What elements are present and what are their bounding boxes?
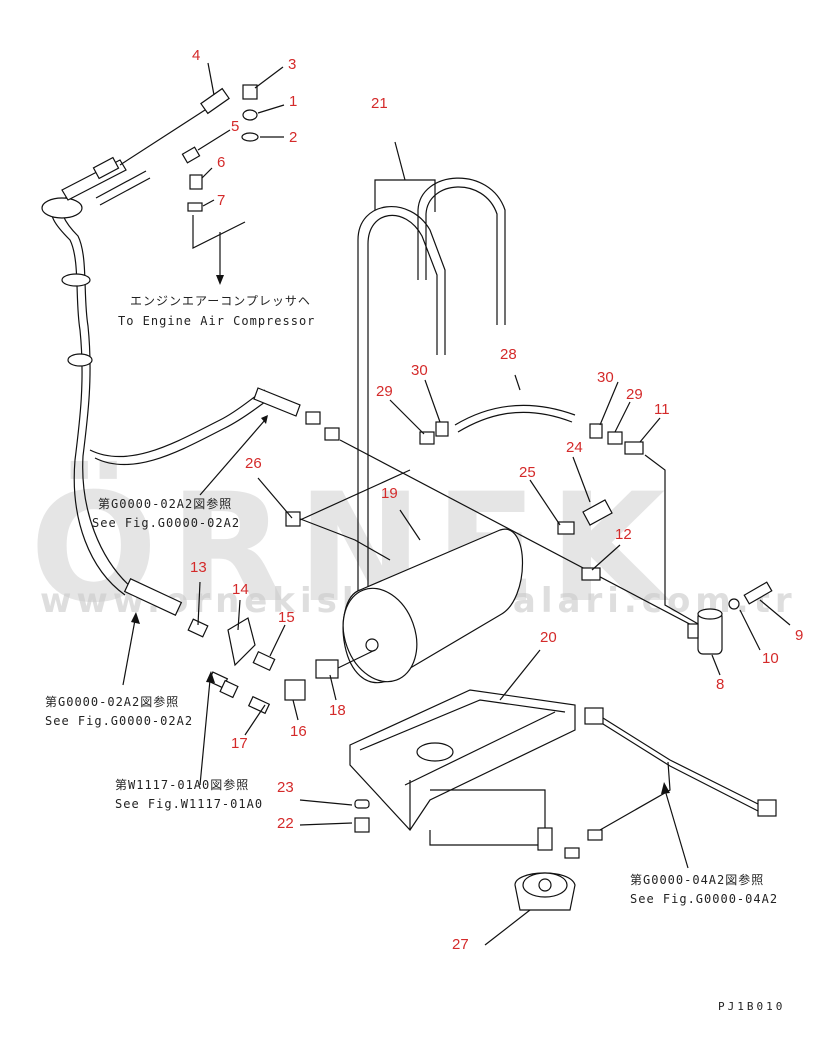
ref-26-leader xyxy=(199,419,266,496)
terminal-27 xyxy=(564,847,580,859)
callout-8: 8 xyxy=(716,676,724,693)
bolt-9 xyxy=(743,581,773,605)
callout-4: 4 xyxy=(192,47,200,64)
callout-21: 21 xyxy=(371,95,388,112)
ref-13-en: See Fig.G0000-02A2 xyxy=(45,714,193,728)
ref-13-leader xyxy=(122,619,136,686)
washer-2 xyxy=(241,132,259,142)
plug-3 xyxy=(242,84,258,100)
ref-26-jp: 第G0000-02A2図参照 xyxy=(98,496,232,511)
callout-22: 22 xyxy=(277,815,294,832)
ref-harness-jp: 第G0000-04A2図参照 xyxy=(630,872,764,887)
washer-10 xyxy=(728,598,740,610)
fitting-29-left xyxy=(419,431,435,445)
callout-2: 2 xyxy=(289,129,297,146)
elbow-5 xyxy=(181,146,201,164)
callout-26: 26 xyxy=(245,455,262,472)
fitting-25 xyxy=(557,521,575,535)
callout-20: 20 xyxy=(540,629,557,646)
connector-11 xyxy=(624,441,644,455)
callout-10: 10 xyxy=(762,650,779,667)
callout-leaders xyxy=(197,62,791,946)
callout-29-left: 29 xyxy=(376,383,393,400)
ref-26-en: See Fig.G0000-02A2 xyxy=(92,516,240,530)
nut-30-right xyxy=(589,423,603,439)
ref-harness-leader xyxy=(664,789,689,869)
hose-assembly-upper-left xyxy=(41,156,151,596)
callout-30-right: 30 xyxy=(597,369,614,386)
washer-23 xyxy=(354,799,370,809)
plug-1 xyxy=(242,109,258,121)
engine-note-jp: エンジンエアーコンプレッサヘ xyxy=(130,294,311,308)
hose-end-26 xyxy=(253,387,301,417)
callout-14: 14 xyxy=(232,581,249,598)
component-27 xyxy=(514,827,576,911)
washer-7 xyxy=(187,202,203,212)
pipe-28 xyxy=(454,404,576,426)
callout-23: 23 xyxy=(277,779,294,796)
engine-note-en: To Engine Air Compressor xyxy=(118,314,315,328)
callout-16: 16 xyxy=(290,723,307,740)
callout-5: 5 xyxy=(231,118,239,135)
harness-right xyxy=(584,707,777,841)
nut-left xyxy=(305,411,321,425)
connector-6 xyxy=(189,174,203,190)
callout-7: 7 xyxy=(217,192,225,209)
nut-30-left xyxy=(435,421,449,437)
fittings-13-18 xyxy=(123,578,376,715)
callout-18: 18 xyxy=(329,702,346,719)
callout-24: 24 xyxy=(566,439,583,456)
ref-harness-en: See Fig.G0000-04A2 xyxy=(630,892,778,906)
ref-w-leader xyxy=(199,679,211,786)
callout-3: 3 xyxy=(288,56,296,73)
engine-leader xyxy=(192,215,246,249)
ref-w-en: See Fig.W1117-01A0 xyxy=(115,797,263,811)
callout-17: 17 xyxy=(231,735,248,752)
callout-9: 9 xyxy=(795,627,803,644)
nut-22 xyxy=(354,817,370,833)
nipple-left xyxy=(324,427,340,441)
ref-w-jp: 第W1117-01A0図参照 xyxy=(115,777,249,792)
ref-13-jp: 第G0000-02A2図参照 xyxy=(45,694,179,709)
fitting-4 xyxy=(119,87,230,166)
callout-1: 1 xyxy=(289,93,297,110)
hose-26 xyxy=(89,389,266,458)
fitting-12 xyxy=(581,567,601,581)
bracket-20 xyxy=(349,689,576,831)
dryer-8 xyxy=(687,608,723,655)
callout-13: 13 xyxy=(190,559,207,576)
callout-29-right: 29 xyxy=(626,386,643,403)
valve-24 xyxy=(582,499,613,526)
callout-27: 27 xyxy=(452,936,469,953)
drawing-code: PJ1B010 xyxy=(718,1000,785,1013)
air-tank-19 xyxy=(342,509,523,684)
callout-11: 11 xyxy=(654,401,670,418)
fitting-29-right xyxy=(607,431,623,445)
pipe-pair-21 xyxy=(357,141,506,620)
callout-19: 19 xyxy=(381,485,398,502)
callout-6: 6 xyxy=(217,154,225,171)
callout-28: 28 xyxy=(500,346,517,363)
callout-15: 15 xyxy=(278,609,295,626)
callout-12: 12 xyxy=(615,526,632,543)
callout-25: 25 xyxy=(519,464,536,481)
callout-30-left: 30 xyxy=(411,362,428,379)
